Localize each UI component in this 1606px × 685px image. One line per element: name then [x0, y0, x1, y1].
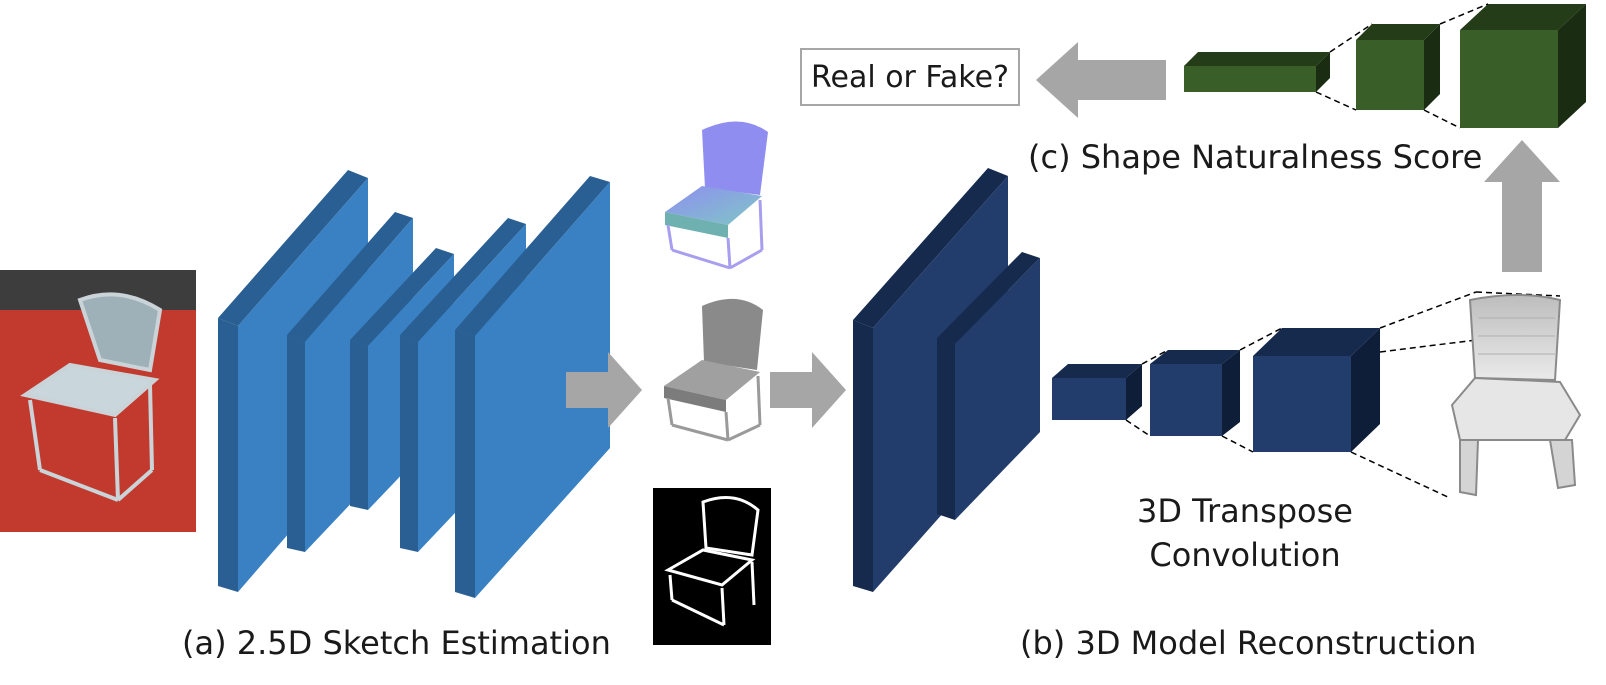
chair-photo-icon: [19, 292, 163, 502]
shape-naturalness-caption: (c) Shape Naturalness Score: [1028, 138, 1483, 176]
disc-block-2: [1356, 24, 1440, 110]
model-reconstruction-caption: (b) 3D Model Reconstruction: [1020, 624, 1477, 662]
real-or-fake-box: Real or Fake?: [800, 48, 1020, 106]
voxel-cube-1: [1052, 364, 1142, 420]
arrow-right-icon: [566, 352, 642, 428]
input-photo: [0, 270, 196, 532]
transpose-caption-line1: 3D Transpose: [1137, 492, 1353, 530]
arrow-left-icon: [1036, 42, 1166, 118]
disc-block-3: [1460, 4, 1586, 128]
arrow-right-icon: [770, 352, 846, 428]
arrow-up-icon: [1484, 140, 1560, 272]
transpose-caption-line2: Convolution: [1149, 536, 1341, 574]
decoder-layer-2: [937, 252, 1040, 520]
voxel-cube-2: [1150, 350, 1240, 436]
connector-lines: [1125, 291, 1561, 499]
disc-block-1: [1184, 52, 1330, 92]
disc-connector-lines: [1315, 3, 1489, 129]
chair-silhouette-icon: [653, 488, 771, 645]
chair-voxel-icon: [1450, 294, 1582, 497]
encoder-layer-5: [455, 176, 610, 598]
sketch-estimation-caption: (a) 2.5D Sketch Estimation: [182, 624, 611, 662]
voxel-cube-3: [1253, 328, 1380, 452]
chair-depth-map-icon: [664, 298, 763, 442]
chair-normal-map-icon: [665, 121, 768, 270]
